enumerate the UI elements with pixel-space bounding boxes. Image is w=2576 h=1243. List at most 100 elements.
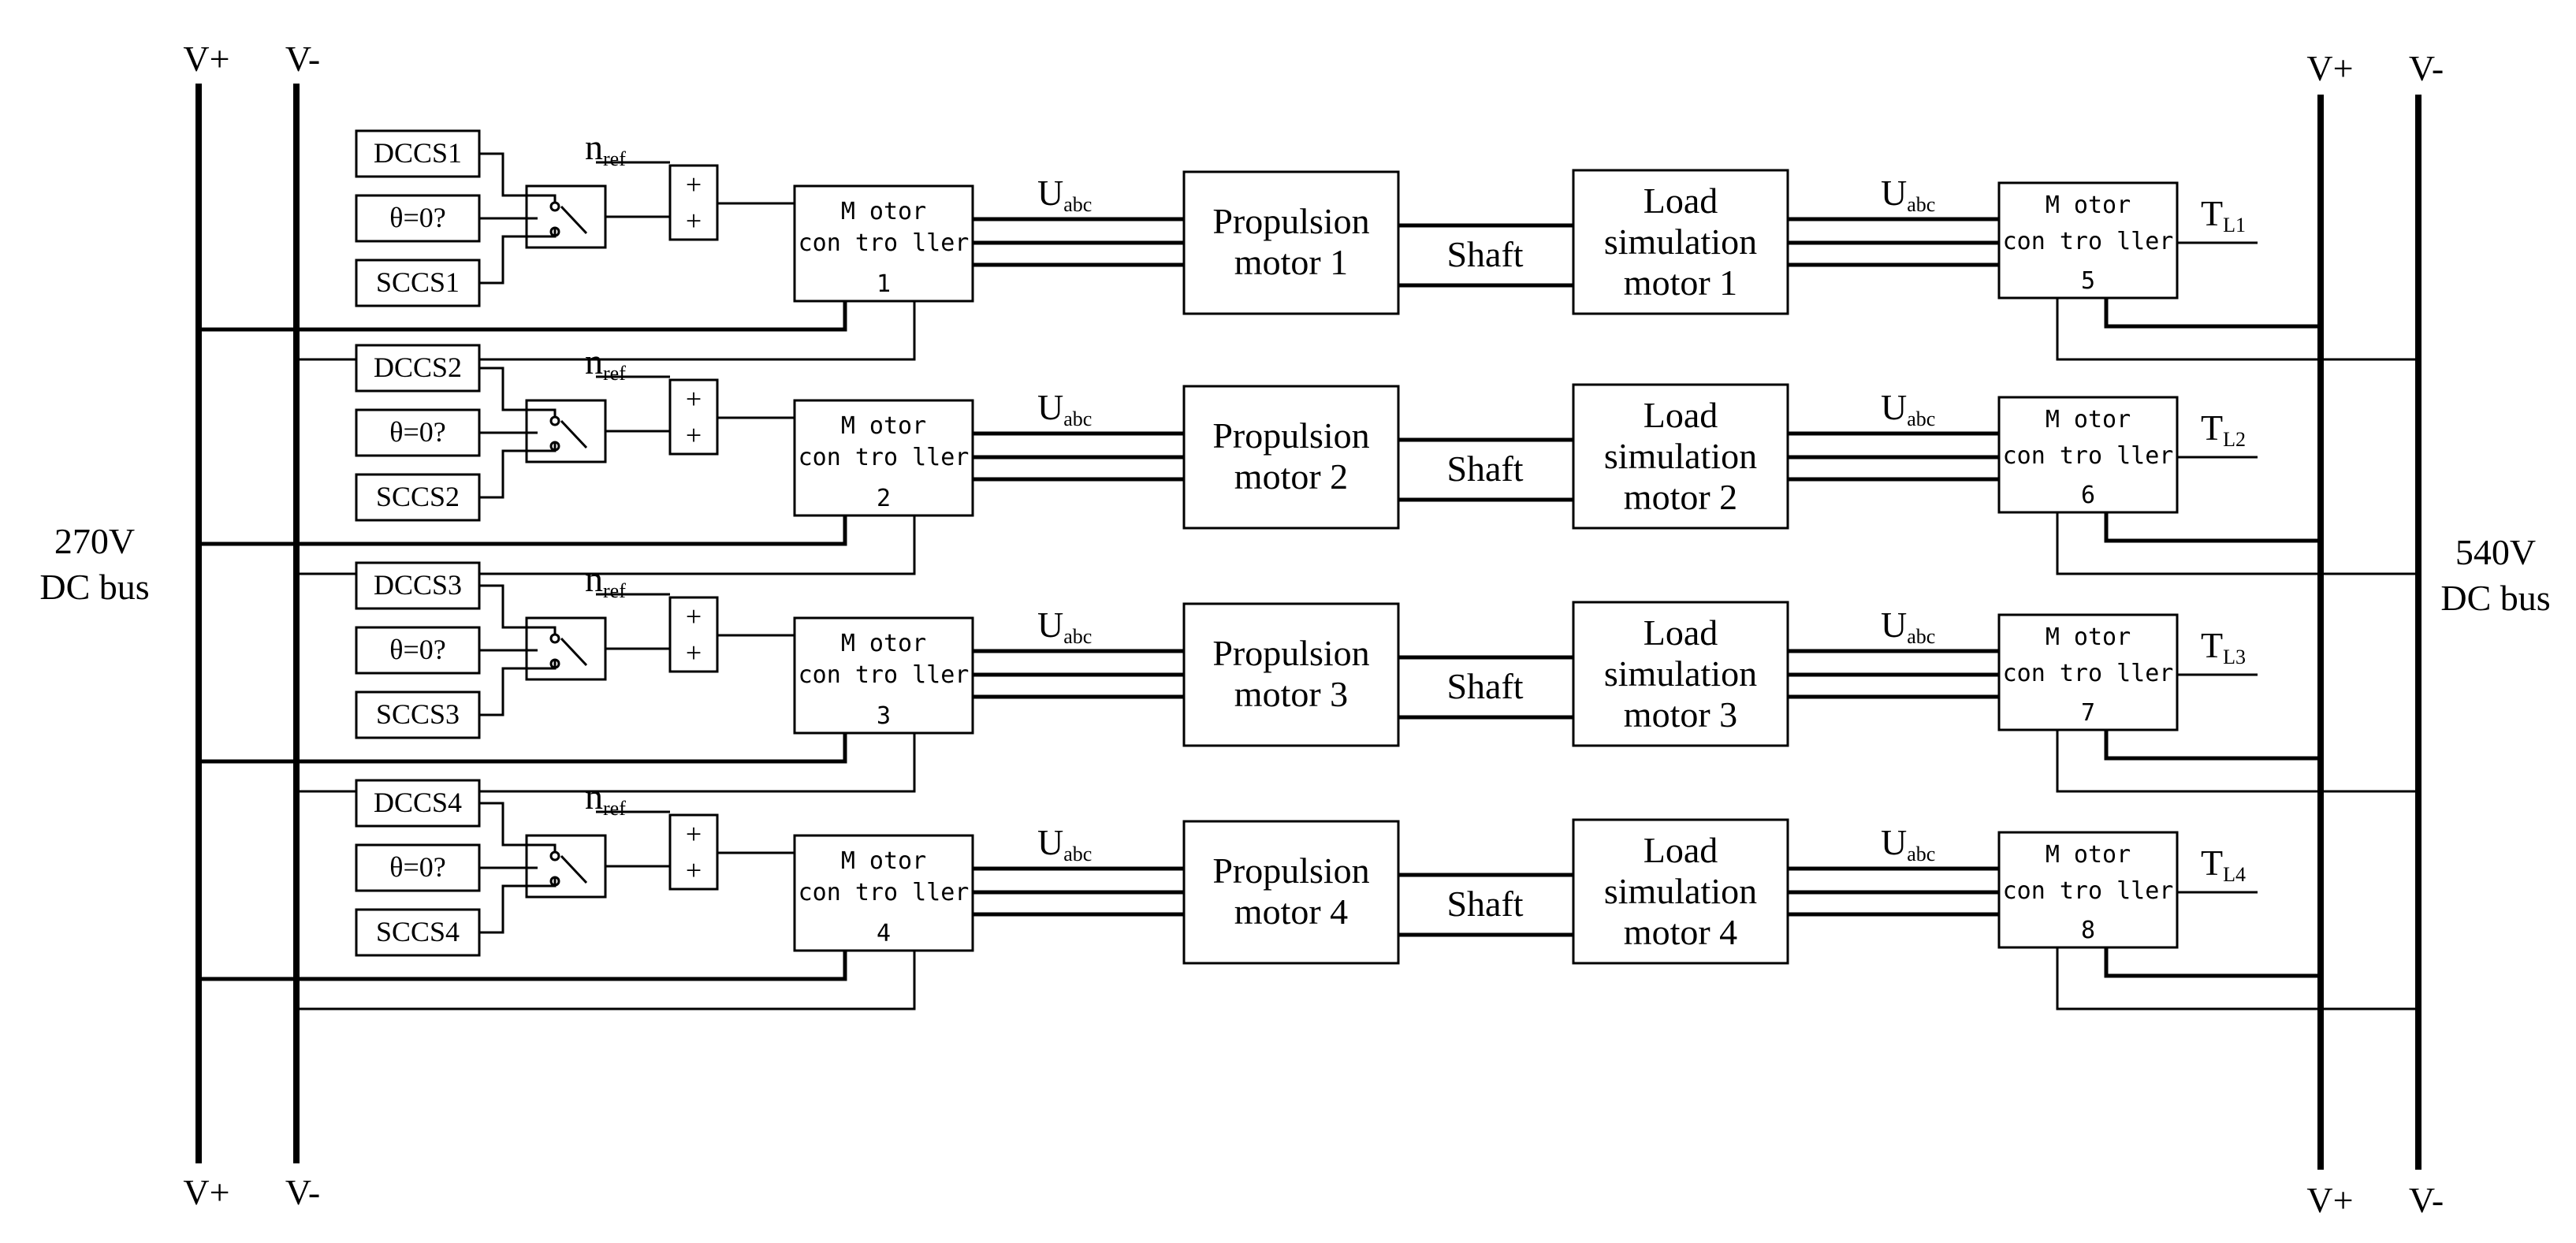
uabc-right-label-main: U bbox=[1881, 173, 1907, 213]
load-motor-line1: Load bbox=[1644, 612, 1718, 653]
summer-plus-top: + bbox=[686, 818, 702, 850]
sccs-wire bbox=[479, 443, 557, 499]
controller-left-number: 4 bbox=[877, 920, 891, 947]
load-motor-line2: simulation bbox=[1604, 436, 1757, 476]
sccs-wire bbox=[479, 661, 557, 716]
controller-right-box bbox=[1997, 181, 2179, 300]
load-motor-line2: simulation bbox=[1604, 871, 1757, 911]
controller-left-number: 2 bbox=[877, 485, 891, 512]
right-bus-name: DC bus bbox=[2440, 578, 2550, 618]
shaft-label: Shaft bbox=[1446, 884, 1523, 924]
switch-blade bbox=[560, 854, 588, 884]
uabc-left-label-sub: abc bbox=[1063, 193, 1092, 216]
right-vplus-link bbox=[2104, 298, 2321, 329]
nref-label: nref bbox=[585, 776, 626, 820]
propulsion-motor-line1: Propulsion bbox=[1212, 201, 1369, 241]
uabc-left-label: Uabc bbox=[1037, 173, 1092, 216]
sccs-box bbox=[355, 259, 481, 307]
switch-contact-top bbox=[549, 415, 560, 426]
dccs-box bbox=[355, 779, 481, 828]
controller-right-box bbox=[1997, 831, 2179, 949]
left-vminus-link bbox=[296, 301, 916, 361]
load-torque-label-sub: L1 bbox=[2223, 214, 2246, 236]
dccs-box bbox=[355, 344, 481, 393]
uabc-left-label-main: U bbox=[1037, 605, 1063, 645]
load-motor-line2: simulation bbox=[1604, 653, 1757, 694]
left-vplus-link bbox=[199, 301, 847, 332]
controller-left-line2: con tro ller bbox=[798, 229, 970, 257]
load-torque-label-main: T bbox=[2201, 408, 2223, 448]
load-motor-line3: motor 4 bbox=[1624, 912, 1737, 952]
dccs-label: DCCS1 bbox=[374, 137, 462, 169]
uabc-right-label: Uabc bbox=[1881, 387, 1935, 430]
right-vminus-link bbox=[2056, 730, 2418, 793]
propulsion-motor-line2: motor 4 bbox=[1234, 891, 1348, 932]
nref-label-main: n bbox=[585, 127, 603, 167]
uabc-right-label-main: U bbox=[1881, 387, 1907, 427]
right-vminus-link bbox=[2056, 947, 2418, 1010]
load-motor-line3: motor 2 bbox=[1624, 477, 1737, 517]
controller-left-number: 1 bbox=[877, 270, 891, 298]
propulsion-motor-line2: motor 3 bbox=[1234, 674, 1348, 714]
uabc-left-label-sub: abc bbox=[1063, 625, 1092, 648]
theta-label: θ=0? bbox=[389, 202, 446, 233]
nref-label-sub: ref bbox=[603, 147, 626, 170]
controller-left-box bbox=[793, 616, 974, 735]
load-motor-box bbox=[1572, 818, 1789, 965]
propulsion-motor-box bbox=[1182, 385, 1400, 530]
selector-switch-box bbox=[525, 834, 607, 899]
load-torque-label-main: T bbox=[2201, 625, 2223, 665]
shaft-label: Shaft bbox=[1446, 448, 1523, 489]
uabc-right-label-sub: abc bbox=[1907, 408, 1935, 430]
uabc-left-label-main: U bbox=[1037, 822, 1063, 862]
load-motor-line3: motor 3 bbox=[1624, 694, 1737, 735]
load-torque-label: TL3 bbox=[2201, 625, 2246, 668]
load-motor-line1: Load bbox=[1644, 395, 1718, 435]
nref-label: nref bbox=[585, 127, 626, 170]
uabc-right-label: Uabc bbox=[1881, 605, 1935, 648]
summer-box bbox=[668, 378, 719, 456]
switch-blade bbox=[560, 205, 588, 235]
right-vminus-link bbox=[2056, 512, 2418, 575]
controller-right-line2: con tro ller bbox=[2003, 442, 2174, 470]
uabc-left-label: Uabc bbox=[1037, 605, 1092, 648]
uabc-left-label-sub: abc bbox=[1063, 843, 1092, 865]
dccs-wire bbox=[479, 802, 557, 853]
load-torque-label: TL2 bbox=[2201, 408, 2246, 451]
shaft-label: Shaft bbox=[1446, 666, 1523, 706]
controller-left-line1: M otor bbox=[841, 847, 926, 875]
uabc-left-label: Uabc bbox=[1037, 822, 1092, 865]
nref-label-sub: ref bbox=[603, 362, 626, 385]
right-bus-vplus-top: V+ bbox=[2306, 48, 2353, 88]
summer-plus-top: + bbox=[686, 601, 702, 632]
controller-right-box bbox=[1997, 396, 2179, 514]
shaft-label: Shaft bbox=[1446, 234, 1523, 274]
controller-left-line2: con tro ller bbox=[798, 879, 970, 906]
left-bus-voltage: 270V bbox=[54, 521, 135, 561]
propulsion-motor-line2: motor 2 bbox=[1234, 456, 1348, 497]
sccs-label: SCCS4 bbox=[376, 916, 460, 947]
uabc-right-label-main: U bbox=[1881, 822, 1907, 862]
uabc-right-label-sub: abc bbox=[1907, 193, 1935, 216]
switch-contact-top bbox=[549, 850, 560, 862]
summer-plus-bottom: + bbox=[686, 637, 702, 668]
switch-contact-bottom bbox=[549, 226, 560, 237]
propulsion-motor-line1: Propulsion bbox=[1212, 850, 1369, 891]
left-bus-name: DC bus bbox=[39, 567, 149, 607]
uabc-right-label-sub: abc bbox=[1907, 843, 1935, 865]
nref-label: nref bbox=[585, 559, 626, 602]
propulsion-motor-box bbox=[1182, 602, 1400, 747]
uabc-right-label: Uabc bbox=[1881, 822, 1935, 865]
load-motor-line1: Load bbox=[1644, 830, 1718, 870]
dccs-wire bbox=[479, 152, 557, 203]
nref-label-sub: ref bbox=[603, 579, 626, 602]
controller-left-line1: M otor bbox=[841, 198, 926, 225]
dccs-wire bbox=[479, 367, 557, 418]
load-motor-line2: simulation bbox=[1604, 221, 1757, 262]
sccs-wire bbox=[479, 878, 557, 934]
dccs-wire bbox=[479, 584, 557, 635]
left-vminus-link bbox=[296, 733, 916, 793]
